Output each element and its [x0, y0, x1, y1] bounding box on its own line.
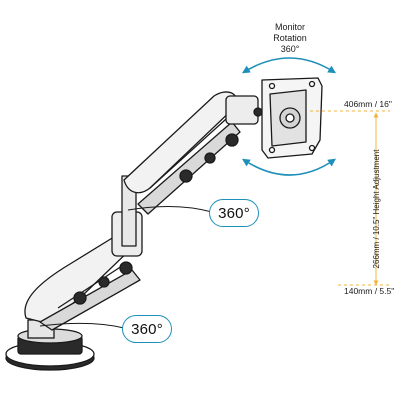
- lower-arm: [24, 175, 143, 331]
- height-measure: [310, 110, 392, 286]
- rotation-label-line2: Rotation: [273, 33, 307, 43]
- height-max-label: 406mm / 16": [344, 99, 392, 109]
- height-min-label: 140mm / 5.5": [344, 286, 395, 296]
- rotation-label: Monitor Rotation 360°: [262, 22, 318, 55]
- swivel-badge-lower: 360°: [122, 315, 172, 343]
- swivel-badge-upper: 360°: [209, 199, 259, 227]
- swivel-arrow-icon: [39, 205, 213, 329]
- vesa-plate: [261, 77, 323, 159]
- rotation-arc-icon: [241, 57, 337, 176]
- rotation-label-line3: 360°: [280, 44, 300, 54]
- desk-clamp-base: [5, 319, 95, 371]
- height-range-label: 266mm / 10.5" Height Adjustment: [372, 149, 381, 269]
- upper-arm: [123, 91, 263, 215]
- rotation-label-line1: Monitor: [274, 22, 305, 32]
